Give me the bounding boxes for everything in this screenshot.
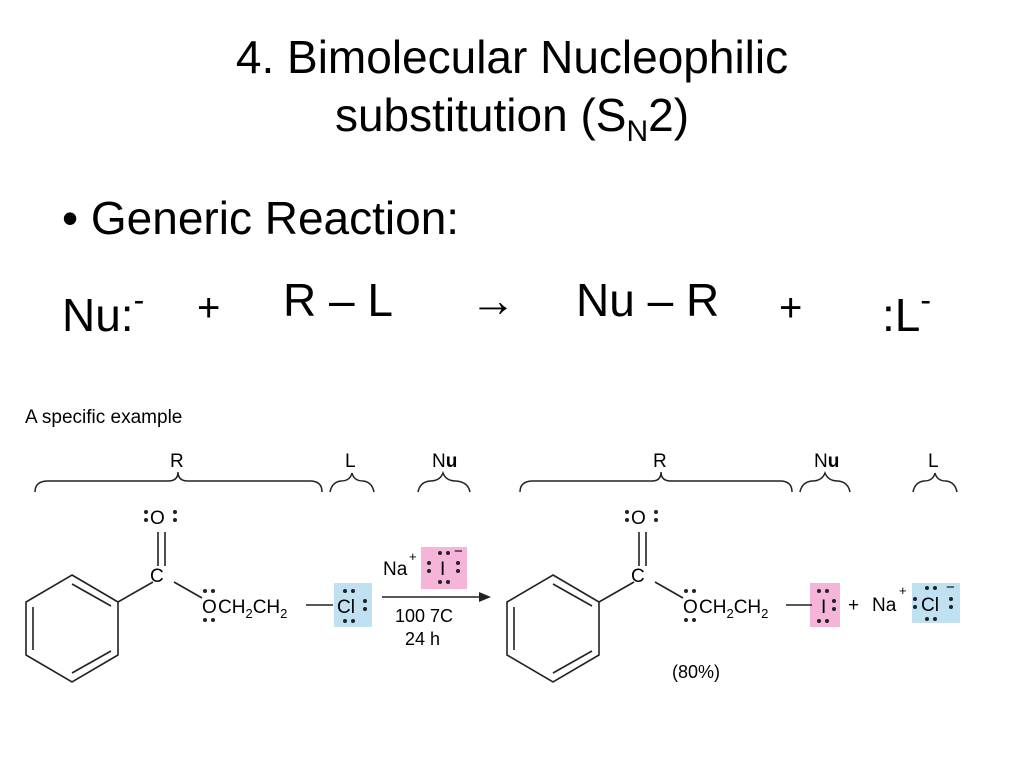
example-heading: A specific example bbox=[25, 407, 182, 428]
brace-l-right bbox=[912, 472, 958, 493]
chlorine-lone-pairs bbox=[343, 589, 367, 623]
title-line-2-text: substitution (S bbox=[334, 89, 627, 141]
sodium-product: Na bbox=[872, 595, 897, 616]
label-l-right: L bbox=[928, 451, 939, 472]
ester-oxygen-right: O bbox=[683, 597, 698, 618]
title-line-1: 4. Bimolecular Nucleophilic bbox=[235, 31, 789, 83]
eq-plus-2: + bbox=[779, 286, 803, 330]
sodium-charge: + bbox=[409, 549, 417, 564]
ch2-b-right-sub: 2 bbox=[761, 606, 768, 621]
benzene-ring-left bbox=[25, 532, 333, 683]
iodine-atom: I bbox=[821, 597, 826, 618]
chlorine-atom: Cl bbox=[337, 597, 355, 618]
eq-nu-charge: - bbox=[133, 282, 145, 318]
iodide-charge: − bbox=[454, 543, 463, 560]
sodium-reagent: Na bbox=[383, 559, 408, 580]
label-nu-left: Nu bbox=[432, 451, 457, 472]
iodide-highlight bbox=[421, 547, 467, 589]
iodide-reagent: I bbox=[440, 559, 445, 580]
ethylene-chain-left: CH2CH2 bbox=[218, 597, 287, 621]
label-l-left: L bbox=[345, 451, 356, 472]
carbonyl-carbon-left: C bbox=[150, 566, 164, 587]
iodine-lone-pairs bbox=[817, 589, 836, 623]
ch2-b-right: CH bbox=[734, 597, 761, 618]
ester-oxygen-left: O bbox=[202, 597, 217, 618]
ch2-a-left: CH bbox=[218, 597, 245, 618]
benzene-ring-right bbox=[506, 532, 812, 683]
conditions-temperature: 100 7C bbox=[395, 606, 453, 626]
brace-nu-right bbox=[799, 470, 851, 493]
label-r-left: R bbox=[170, 451, 184, 472]
carbonyl-oxygen-left: O bbox=[150, 508, 165, 529]
label-nu-left-u: u bbox=[446, 451, 458, 472]
ch2-b-left: CH bbox=[253, 597, 280, 618]
label-nu-right-n: N bbox=[814, 451, 828, 472]
eq-nucleophile: Nu:- bbox=[62, 272, 144, 343]
label-nu-right-u: u bbox=[828, 451, 840, 472]
carbonyl-oxygen-right: O bbox=[631, 508, 646, 529]
eq-plus-1: + bbox=[197, 286, 221, 330]
chloride-product: Cl bbox=[921, 595, 939, 616]
ethylene-chain-right: CH2CH2 bbox=[699, 597, 768, 621]
label-r-right: R bbox=[653, 451, 667, 472]
ch2-b-left-sub: 2 bbox=[280, 606, 287, 621]
label-nu-right: Nu bbox=[814, 451, 839, 472]
eq-nu-text: Nu: bbox=[62, 289, 134, 341]
product-plus: + bbox=[848, 595, 859, 616]
title-subscript: N bbox=[626, 115, 649, 148]
conditions-time: 24 h bbox=[405, 629, 440, 649]
ch2-a-right: CH bbox=[699, 597, 726, 618]
bullet-generic-reaction: • Generic Reaction: bbox=[62, 190, 459, 246]
brace-nu-left bbox=[417, 470, 471, 493]
bullet-text: Generic Reaction: bbox=[90, 192, 460, 244]
eq-substrate: R – L bbox=[283, 274, 393, 326]
title-line-2: substitution (SN2) bbox=[0, 86, 1024, 161]
eq-leaving-group: :L- bbox=[882, 272, 931, 343]
brace-r-left bbox=[34, 471, 323, 493]
slide-title: 4. Bimolecular Nucleophilic substitution… bbox=[0, 28, 1024, 161]
eq-product: Nu – R bbox=[576, 274, 720, 326]
bullet-symbol: • bbox=[62, 192, 79, 244]
eq-arrow: → bbox=[470, 274, 516, 326]
sodium-product-charge: + bbox=[899, 583, 907, 598]
ch2-a-left-sub: 2 bbox=[245, 606, 252, 621]
eq-l-charge: - bbox=[920, 282, 932, 318]
ester-oxygen-lone-pairs-left bbox=[203, 589, 215, 622]
ch2-a-right-sub: 2 bbox=[726, 606, 733, 621]
oxygen-lone-pairs-right bbox=[625, 510, 658, 522]
carbonyl-carbon-right: C bbox=[631, 566, 645, 587]
chloride-product-charge: − bbox=[946, 579, 955, 596]
ester-oxygen-lone-pairs-right bbox=[684, 589, 696, 622]
eq-l-text: :L bbox=[882, 289, 921, 341]
label-nu-left-n: N bbox=[432, 451, 446, 472]
iodide-lone-pairs bbox=[427, 551, 460, 584]
brace-l-left bbox=[329, 472, 375, 493]
reaction-arrow-head bbox=[479, 592, 491, 602]
brace-r-right bbox=[519, 471, 793, 493]
title-line-2-end: 2) bbox=[648, 89, 690, 141]
oxygen-lone-pairs-left bbox=[144, 510, 177, 522]
iodide-product-highlight bbox=[810, 583, 840, 627]
chloride-product-lone-pairs bbox=[913, 586, 953, 621]
yield-label: (80%) bbox=[672, 662, 720, 682]
